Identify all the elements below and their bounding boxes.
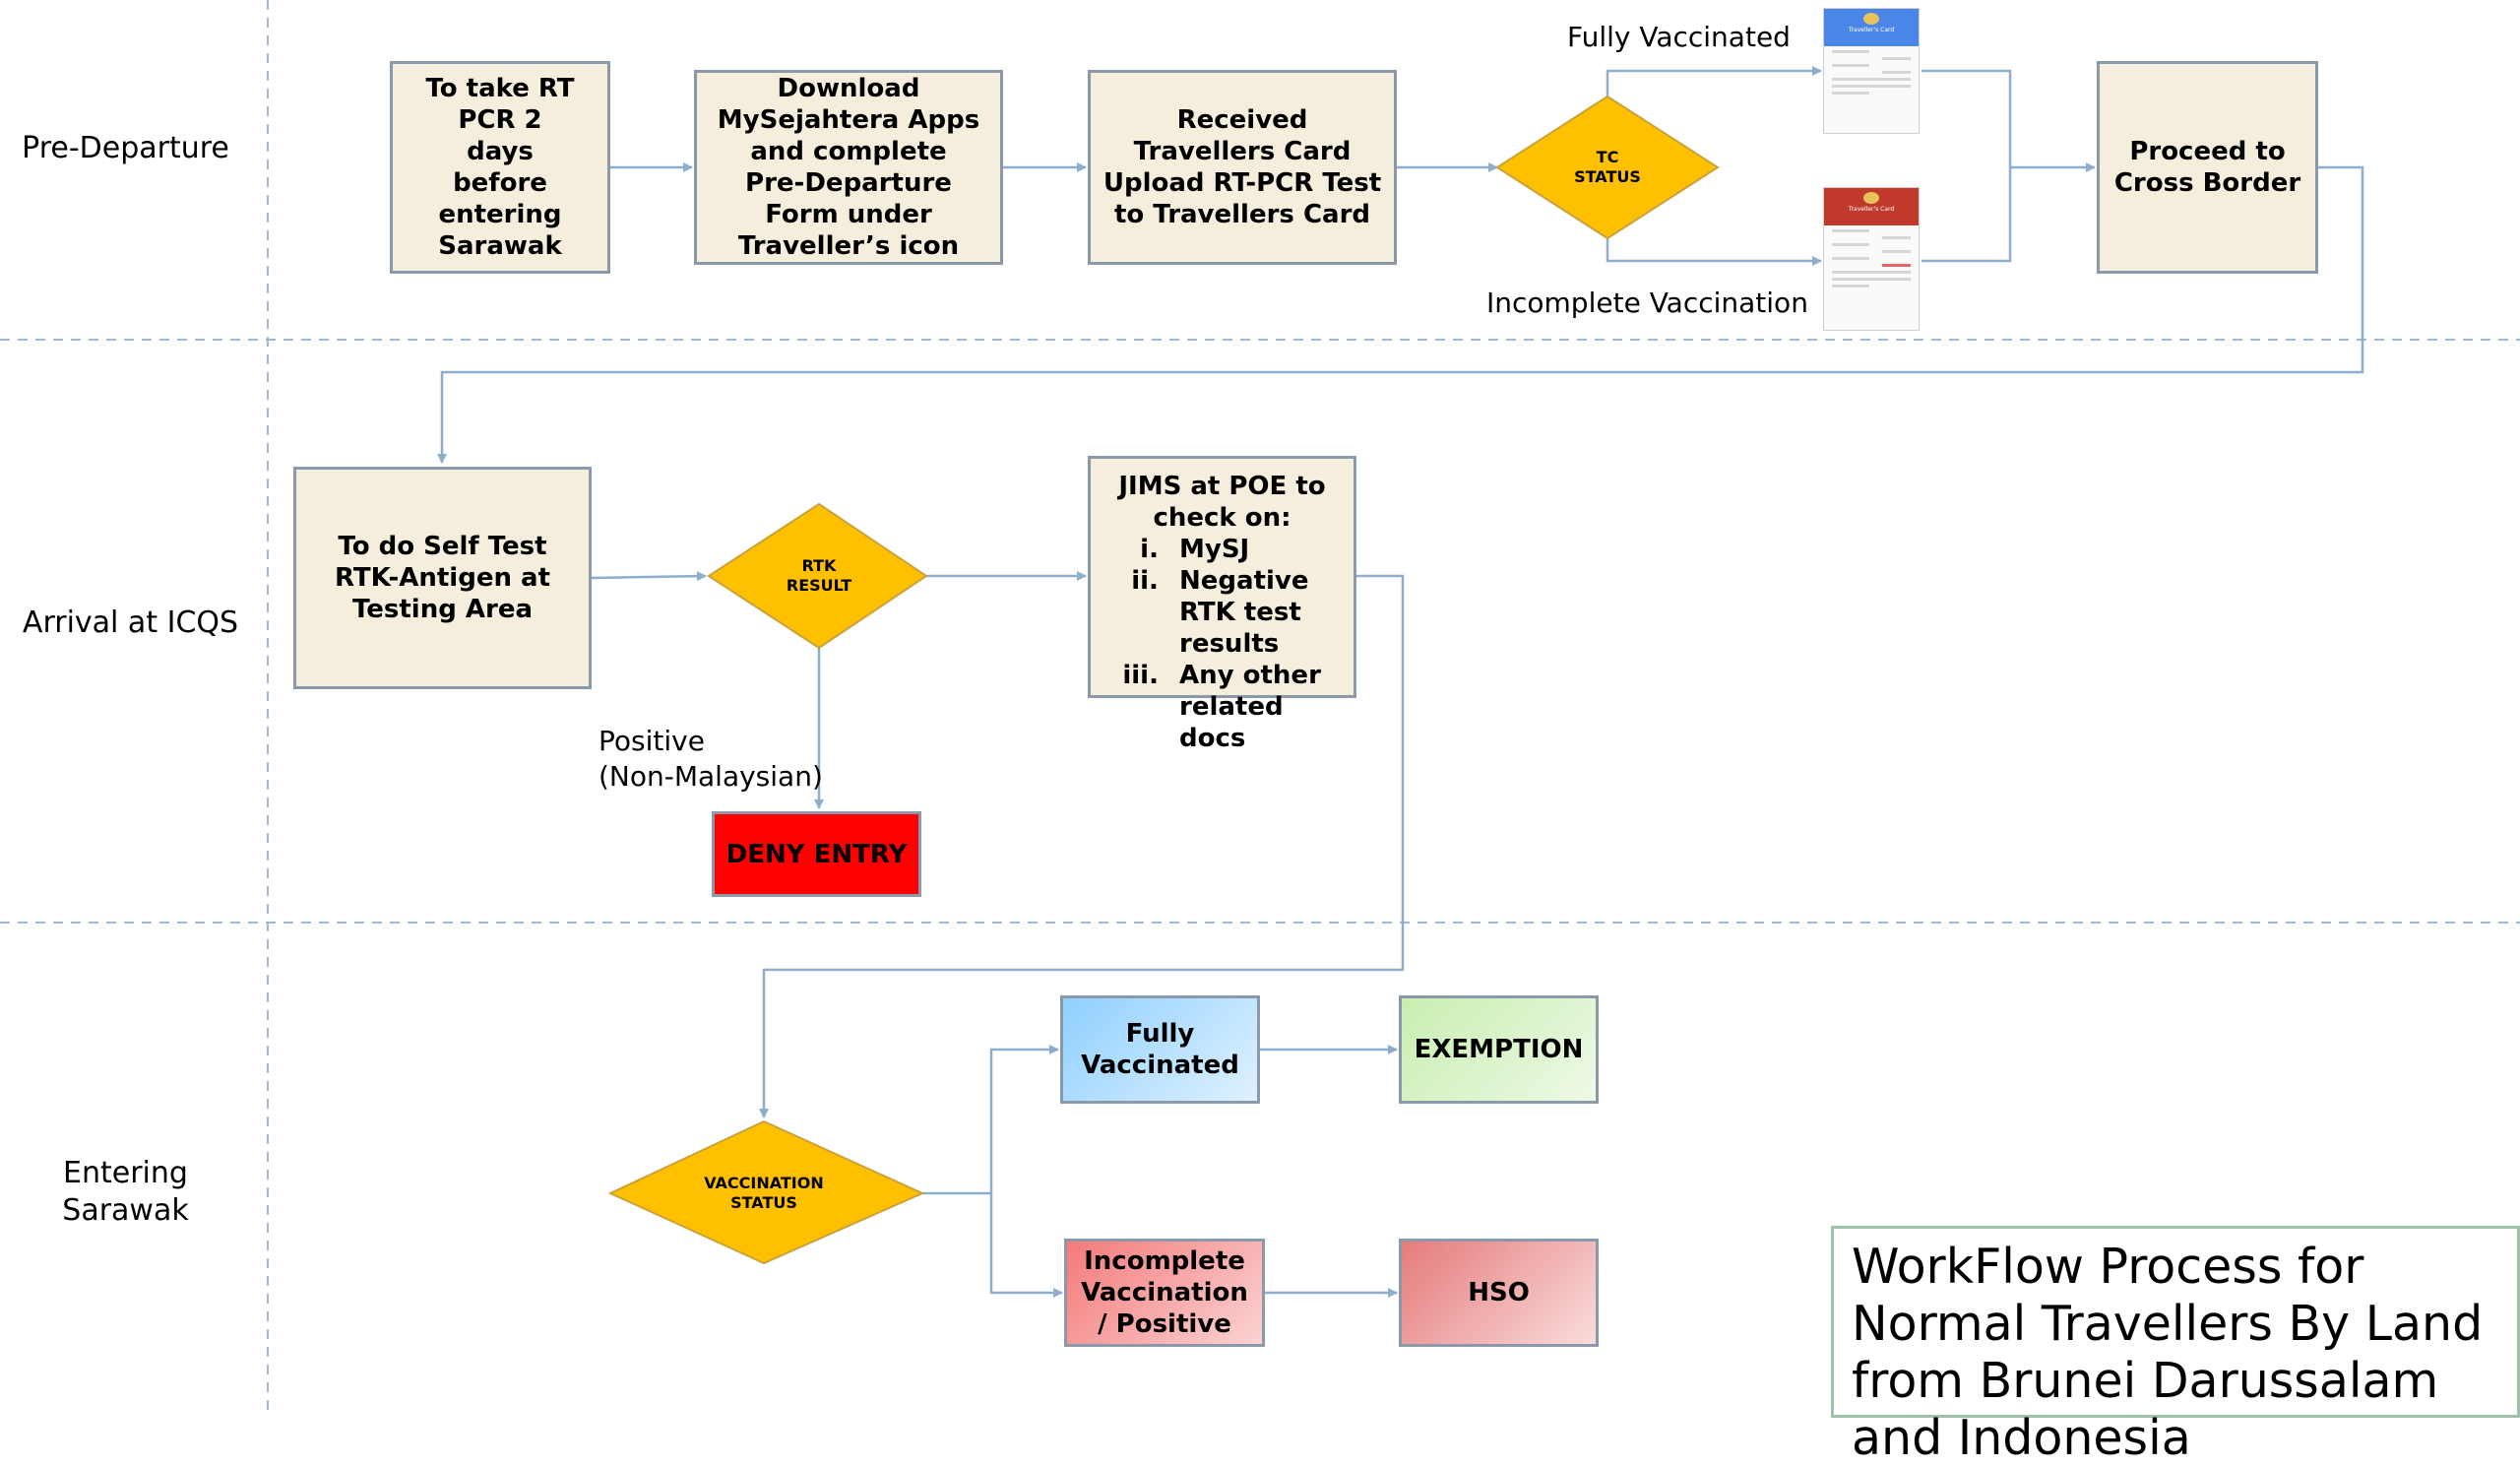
malaysia-emblem-icon <box>1863 192 1879 204</box>
jims-check-title: JIMS at POE to check on: <box>1118 472 1326 533</box>
jims-check-item: Negative RTK test results <box>1167 565 1340 660</box>
lane-label-entering: Entering Sarawak <box>39 1155 212 1230</box>
hso-box: HSO <box>1399 1239 1599 1347</box>
hso-text: HSO <box>1468 1278 1530 1308</box>
lane-label-entering-line2: Sarawak <box>62 1193 189 1228</box>
card-header-caption: Traveller's Card <box>1848 206 1895 213</box>
connector-jims-entering <box>759 574 1405 1118</box>
step-self-test-rtk-text: To do Self Test RTK-Antigen at Testing A… <box>334 532 551 624</box>
connector-selftest-rtk <box>591 571 707 582</box>
card-header-blue: Traveller's Card <box>1824 9 1919 46</box>
connector-proceed-arrival <box>437 165 2364 464</box>
connector-incomplete-proceed <box>1922 167 2012 263</box>
connector-vacc-incomplete <box>989 1193 1063 1298</box>
diagram-title-box: WorkFlow Process for Normal Travellers B… <box>1831 1226 2520 1466</box>
malaysia-emblem-icon <box>1863 13 1879 25</box>
step-download-mysejahtera-text: Download MySejahtera Apps and complete P… <box>717 74 980 261</box>
connector-vacc-fully <box>989 1045 1059 1193</box>
tc-status-label-line1: TC <box>1596 148 1619 166</box>
step-travellers-card-line1: Received Travellers Card <box>1133 105 1352 166</box>
exemption-text: EXEMPTION <box>1414 1035 1584 1064</box>
vaccination-status-diamond <box>607 1119 925 1265</box>
fully-vaccinated-text: Fully Vaccinated <box>1081 1019 1239 1080</box>
branch-label-positive-line1: Positive <box>598 725 705 757</box>
vaccination-status-label: VACCINATION STATUS <box>695 1174 833 1213</box>
step-take-rt-pcr: To take RT PCR 2 days before entering Sa… <box>390 61 610 274</box>
exemption-box: EXEMPTION <box>1399 995 1599 1104</box>
diagram-title: WorkFlow Process for Normal Travellers B… <box>1852 1239 2484 1466</box>
travellers-card-thumbnail-incomplete: Traveller's Card <box>1823 187 1920 331</box>
flow-diagram-canvas <box>0 0 2520 1418</box>
jims-check-list: MySJ Negative RTK test results Any other… <box>1104 534 1340 754</box>
card-header-red: Traveller's Card <box>1824 188 1919 225</box>
lane-label-arrival: Arrival at ICQS <box>22 606 239 640</box>
step-travellers-card-line2: Upload RT-PCR Test to Travellers Card <box>1102 168 1382 229</box>
jims-check-item: Any other related docs <box>1167 660 1340 754</box>
step-self-test-rtk: To do Self Test RTK-Antigen at Testing A… <box>293 467 592 689</box>
rtk-result-label: RTK RESULT <box>770 556 868 596</box>
step-proceed-cross-border-text: Proceed to Cross Border <box>2113 137 2301 198</box>
lane-label-entering-line1: Entering <box>63 1156 188 1190</box>
step-take-rt-pcr-text: To take RT PCR 2 days before entering Sa… <box>425 74 575 261</box>
connector-tc-incomplete <box>1606 238 1822 266</box>
deny-entry-box: DENY ENTRY <box>712 811 921 897</box>
step-travellers-card: Received Travellers Card Upload RT-PCR T… <box>1088 70 1397 265</box>
tc-status-label-line2: STATUS <box>1574 167 1641 186</box>
connector-fully-proceed <box>1922 69 2012 167</box>
vaccination-status-label-line2: STATUS <box>730 1193 797 1212</box>
branch-label-positive-line2: (Non-Malaysian) <box>598 760 823 793</box>
step-jims-check: JIMS at POE to check on: MySJ Negative R… <box>1088 456 1356 753</box>
branch-label-incomplete-vaccination: Incomplete Vaccination <box>1486 287 1808 319</box>
tc-status-diamond <box>1495 95 1720 240</box>
connector-tc-fully <box>1606 66 1822 96</box>
rtk-result-label-line1: RTK <box>801 556 837 575</box>
deny-entry-text: DENY ENTRY <box>725 839 908 869</box>
step-download-mysejahtera: Download MySejahtera Apps and complete P… <box>694 70 1003 265</box>
fully-vaccinated-box: Fully Vaccinated <box>1060 995 1260 1104</box>
travellers-card-thumbnail-fully: Traveller's Card <box>1823 8 1920 134</box>
step-proceed-cross-border: Proceed to Cross Border <box>2097 61 2318 274</box>
branch-label-fully-vaccinated: Fully Vaccinated <box>1567 21 1791 53</box>
jims-check-item: MySJ <box>1167 534 1340 565</box>
card-header-caption: Traveller's Card <box>1848 27 1895 33</box>
rtk-result-diamond <box>707 502 928 650</box>
tc-status-label: TC STATUS <box>1558 148 1657 187</box>
branch-label-positive: Positive (Non-Malaysian) <box>598 724 823 795</box>
incomplete-vaccination-box: Incomplete Vaccination / Positive <box>1064 1239 1265 1347</box>
vaccination-status-label-line1: VACCINATION <box>704 1174 824 1192</box>
rtk-result-label-line2: RESULT <box>786 576 852 595</box>
lane-label-pre-departure: Pre-Departure <box>22 131 229 165</box>
incomplete-vaccination-text: Incomplete Vaccination / Positive <box>1081 1246 1248 1339</box>
